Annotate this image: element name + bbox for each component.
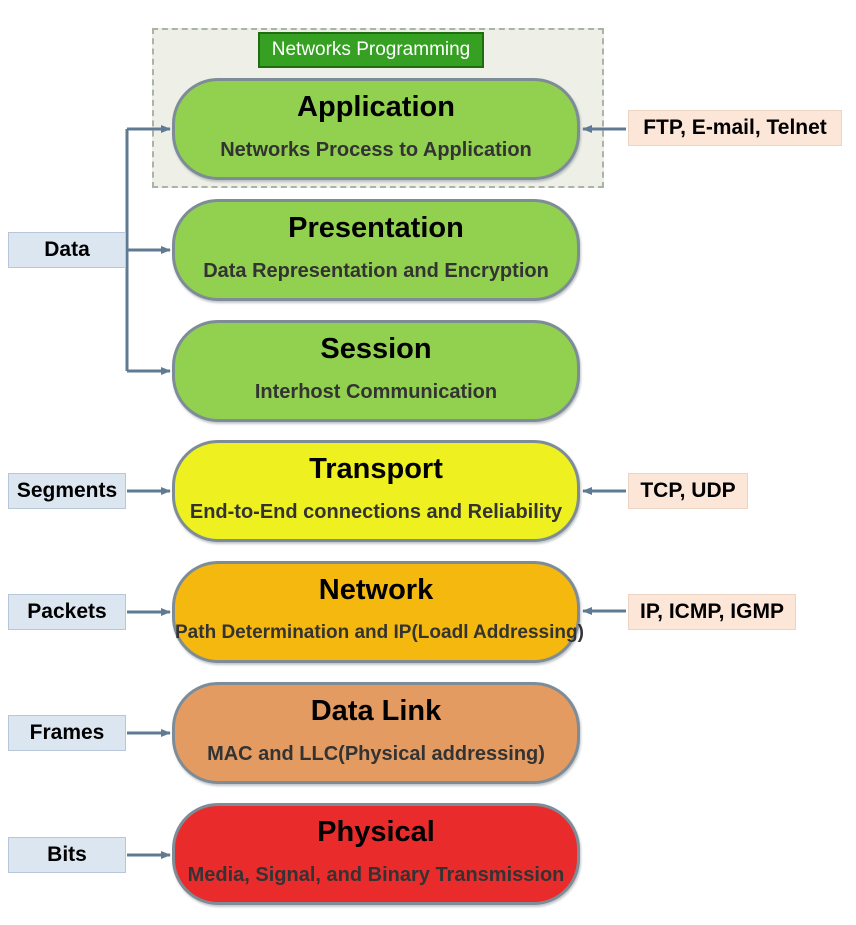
layer-presentation: Presentation Data Representation and Enc…: [172, 199, 580, 301]
layer-name: Transport: [309, 453, 443, 485]
layer-description: Interhost Communication: [254, 381, 498, 403]
layer-session: Session Interhost Communication: [172, 320, 580, 422]
unit-frames: Frames: [8, 715, 126, 751]
layer-description: MAC and LLC(Physical addressing): [207, 743, 545, 765]
layer-application: Application Networks Process to Applicat…: [172, 78, 580, 180]
layer-transport: Transport End-to-End connections and Rel…: [172, 440, 580, 542]
layer-description: Networks Process to Application: [220, 139, 532, 161]
protocols-network: IP, ICMP, IGMP: [628, 594, 796, 630]
layer-name: Application: [297, 91, 455, 123]
unit-segments: Segments: [8, 473, 126, 509]
networks-programming-banner: Networks Programming: [258, 32, 484, 68]
layer-name: Network: [318, 574, 434, 606]
layer-name: Physical: [317, 816, 435, 848]
protocols-transport: TCP, UDP: [628, 473, 748, 509]
unit-bits: Bits: [8, 837, 126, 873]
layer-description: Path Determination and IP(Loadl Addressi…: [175, 622, 584, 643]
layer-description: Media, Signal, and Binary Transmission: [187, 864, 565, 886]
layer-physical: Physical Media, Signal, and Binary Trans…: [172, 803, 580, 905]
layer-name: Session: [320, 333, 432, 365]
layer-name: Presentation: [288, 212, 464, 244]
layer-network: Network Path Determination and IP(Loadl …: [172, 561, 584, 663]
unit-packets: Packets: [8, 594, 126, 630]
layer-data-link: Data Link MAC and LLC(Physical addressin…: [172, 682, 580, 784]
layer-name: Data Link: [310, 695, 442, 727]
layer-description: Data Representation and Encryption: [203, 260, 549, 282]
unit-data: Data: [8, 232, 126, 268]
protocols-application: FTP, E-mail, Telnet: [628, 110, 842, 146]
layer-description: End-to-End connections and Reliability: [189, 501, 563, 523]
